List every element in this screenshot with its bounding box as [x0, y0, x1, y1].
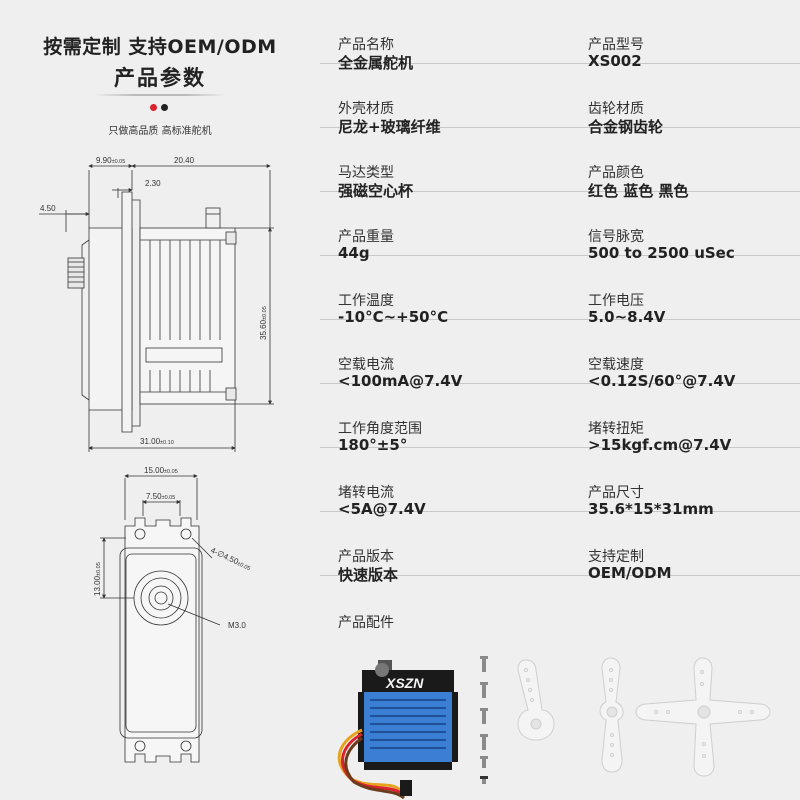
dim-m3: M3.0 — [228, 621, 246, 630]
spec-label: 产品重量 — [338, 229, 394, 245]
dim-31-00: 31.00±0.10 — [140, 437, 174, 446]
spec-label: 产品版本 — [338, 549, 394, 565]
spec-value: 合金钢齿轮 — [588, 118, 664, 136]
slogan: 按需定制 支持OEM/ODM — [43, 36, 277, 58]
dim-20-40: 20.40 — [174, 156, 195, 165]
title-divider — [94, 94, 226, 96]
title-dots — [150, 104, 172, 112]
spec-label: 工作温度 — [338, 293, 394, 309]
spec-label: 产品型号 — [588, 37, 644, 53]
dim-7-50: 7.50±0.05 — [146, 492, 175, 501]
spec-value: XS002 — [588, 52, 642, 70]
spec-value: 500 to 2500 uSec — [588, 244, 735, 262]
spec-value: <0.12S/60°@7.4V — [588, 372, 736, 390]
dim-4-50: 4.50 — [40, 204, 56, 213]
dim-35-60: 35.60±0.05 — [259, 306, 268, 340]
top-view — [100, 474, 221, 763]
spec-label: 产品名称 — [338, 37, 394, 53]
spec-label: 齿轮材质 — [588, 101, 644, 117]
spec-label: 产品颜色 — [588, 165, 644, 181]
spec-label: 支持定制 — [588, 549, 644, 565]
spec-row: 马达类型强磁空心杯 产品颜色红色 蓝色 黑色 — [320, 128, 800, 200]
side-view — [39, 164, 274, 452]
tagline: 只做高品质 高标准舵机 — [108, 126, 212, 137]
spec-value: 5.0~8.4V — [588, 308, 666, 326]
spec-value: 44g — [338, 244, 370, 262]
dim-15-00: 15.00±0.05 — [144, 466, 178, 475]
spec-value: 全金属舵机 — [338, 54, 414, 72]
spec-label: 堵转扭矩 — [588, 421, 644, 437]
spec-label: 堵转电流 — [338, 485, 394, 501]
spec-label: 马达类型 — [338, 165, 394, 181]
spec-label: 工作角度范围 — [338, 421, 422, 437]
spec-row: 空载电流<100mA@7.4V 空载速度<0.12S/60°@7.4V — [320, 320, 800, 390]
spec-value: 快速版本 — [338, 566, 399, 584]
red-dot — [150, 104, 157, 111]
spec-row: 外壳材质尼龙+玻璃纤维 齿轮材质合金钢齿轮 — [320, 64, 800, 136]
spec-value: >15kgf.cm@7.4V — [588, 436, 732, 454]
spec-value: 红色 蓝色 黑色 — [588, 182, 689, 200]
spec-label: 工作电压 — [588, 293, 644, 309]
spec-label: 空载速度 — [588, 357, 644, 373]
spec-value: <5A@7.4V — [338, 500, 426, 518]
dim-4-holes: 4-∅4.50±0.05 — [209, 546, 252, 572]
spec-value: OEM/ODM — [588, 564, 672, 582]
technical-drawing: 9.90±0.05 20.40 2.30 4.50 31.00±0.10 35.… — [39, 156, 274, 763]
spec-value: 180°±5° — [338, 436, 408, 454]
section-title: 产品参数 — [114, 66, 206, 90]
spec-value: 尼龙+玻璃纤维 — [338, 118, 441, 136]
dim-13-00: 13.00±0.05 — [93, 562, 102, 596]
spec-label: 信号脉宽 — [588, 229, 644, 245]
spec-label: 外壳材质 — [338, 101, 394, 117]
black-dot — [161, 104, 168, 111]
dim-9-90: 9.90±0.05 — [96, 156, 125, 165]
left-panel: 按需定制 支持OEM/ODM 产品参数 只做高品质 高标准舵机 — [0, 0, 320, 800]
spec-label: 产品尺寸 — [588, 485, 644, 501]
spec-value: <100mA@7.4V — [338, 372, 463, 390]
dim-2-30: 2.30 — [145, 179, 161, 188]
spec-value: 强磁空心杯 — [338, 182, 414, 200]
spec-value: 35.6*15*31mm — [588, 500, 714, 518]
spec-label: 空载电流 — [338, 357, 394, 373]
spec-value: -10°C~+50°C — [338, 308, 449, 326]
